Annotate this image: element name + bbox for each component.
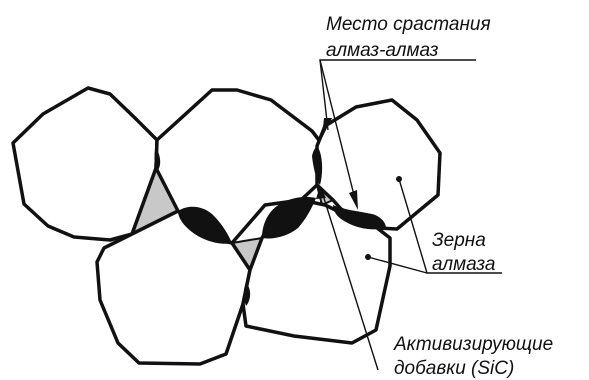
diamond-grain-1	[11, 86, 159, 242]
arrowhead-junction-2	[349, 190, 358, 210]
diamond-grain-5	[315, 98, 442, 231]
leader-additives	[321, 191, 379, 371]
label-additives-line1: Активизирующие	[393, 334, 553, 355]
bond-region-3	[333, 205, 386, 230]
label-junction-line2: алмаз-алмаз	[326, 40, 439, 61]
leader-lines	[319, 59, 502, 371]
bond-region-4	[312, 146, 323, 185]
bond-region-5	[154, 148, 161, 170]
arrowhead-additives	[316, 186, 326, 199]
label-additives-line2: добавки (SiC)	[394, 358, 514, 379]
leader-grains-2	[367, 256, 428, 274]
label-grains-line2: алмаза	[432, 254, 495, 275]
arrowhead-junction-1	[322, 118, 332, 138]
bond-region-2	[262, 197, 316, 239]
label-junction-line1: Место срастания	[326, 14, 491, 35]
leader-junction-2	[319, 59, 357, 204]
bond-region-6	[243, 282, 251, 306]
label-grains-line1: Зерна	[432, 230, 486, 251]
bond-region-1	[178, 206, 232, 244]
